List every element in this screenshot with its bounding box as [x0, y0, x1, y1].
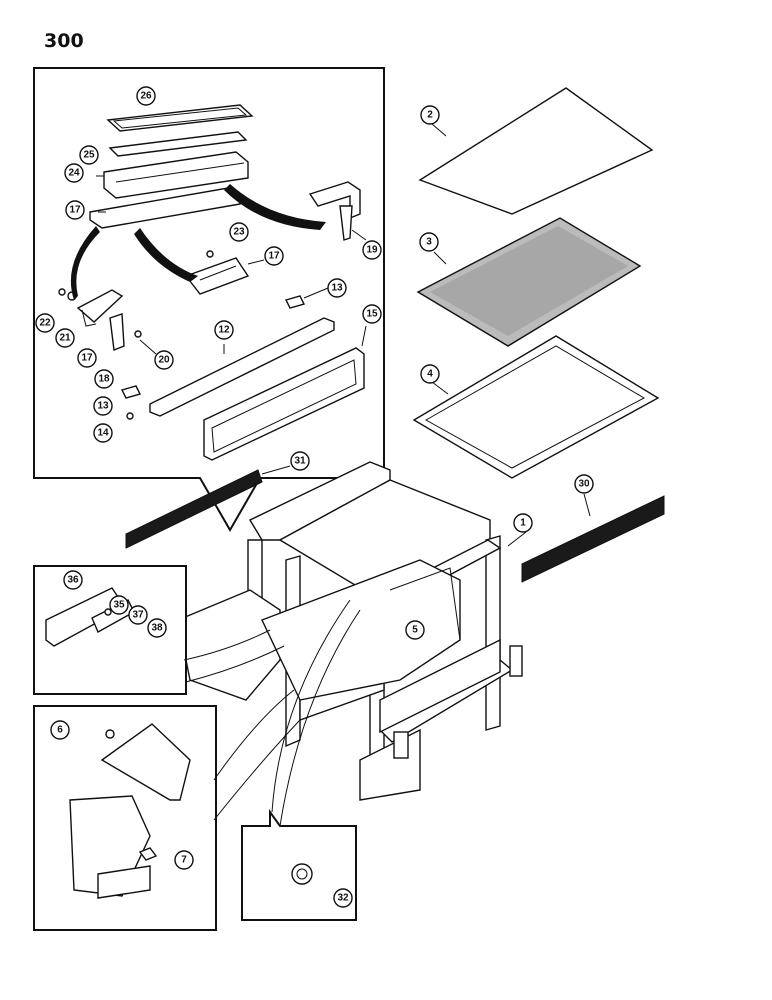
callout-5: 5 — [405, 620, 425, 640]
callout-24: 24 — [64, 163, 84, 183]
roof-insulation — [416, 217, 642, 347]
callout-7-label: 7 — [181, 855, 187, 866]
callout-38-label: 38 — [151, 623, 163, 634]
detail-box-air-vent — [33, 67, 385, 533]
callout-17-top: 17 — [65, 200, 85, 220]
callout-1-label: 1 — [520, 518, 526, 529]
callout-17-center-label: 17 — [268, 251, 280, 262]
callout-7: 7 — [174, 850, 194, 870]
callout-3-label: 3 — [426, 237, 432, 248]
callout-30-label: 30 — [578, 479, 590, 490]
callout-6-label: 6 — [57, 725, 63, 736]
cab-frame — [177, 461, 523, 801]
callout-26: 26 — [136, 86, 156, 106]
roof-seal — [412, 335, 660, 479]
callout-13-upper-label: 13 — [331, 283, 343, 294]
callout-36-label: 36 — [67, 575, 79, 586]
callout-22: 22 — [35, 313, 55, 333]
callout-13-upper: 13 — [327, 278, 347, 298]
trim-strip — [521, 495, 665, 583]
callout-37-label: 37 — [132, 610, 144, 621]
callout-2: 2 — [420, 105, 440, 125]
callout-26-label: 26 — [140, 91, 152, 102]
callout-5-label: 5 — [412, 625, 418, 636]
callout-36: 36 — [63, 570, 83, 590]
callout-31-label: 31 — [294, 456, 306, 467]
callout-19: 19 — [362, 240, 382, 260]
callout-13-lower-label: 13 — [97, 401, 109, 412]
callout-1: 1 — [513, 513, 533, 533]
callout-17-top-label: 17 — [69, 205, 81, 216]
seal-strip — [125, 469, 263, 549]
callout-23: 23 — [229, 222, 249, 242]
callout-30: 30 — [574, 474, 594, 494]
callout-38: 38 — [147, 618, 167, 638]
callout-35-label: 35 — [113, 600, 125, 611]
callout-32: 32 — [333, 888, 353, 908]
callout-21-label: 21 — [59, 333, 71, 344]
callout-18: 18 — [94, 369, 114, 389]
callout-4: 4 — [420, 364, 440, 384]
callout-21: 21 — [55, 328, 75, 348]
callout-4-label: 4 — [427, 369, 433, 380]
callout-25: 25 — [79, 145, 99, 165]
callout-17-center: 17 — [264, 246, 284, 266]
callout-6: 6 — [50, 720, 70, 740]
callout-22-label: 22 — [39, 318, 51, 329]
callout-20: 20 — [154, 350, 174, 370]
callout-35: 35 — [109, 595, 129, 615]
callout-14-label: 14 — [97, 428, 109, 439]
callout-17-left-label: 17 — [81, 353, 93, 364]
callout-37: 37 — [128, 605, 148, 625]
callout-23-label: 23 — [233, 227, 245, 238]
callout-12-label: 12 — [218, 325, 230, 336]
callout-2-label: 2 — [427, 110, 433, 121]
callout-13-lower: 13 — [93, 396, 113, 416]
callout-3: 3 — [419, 232, 439, 252]
callout-15-label: 15 — [366, 309, 378, 320]
callout-19-label: 19 — [366, 245, 378, 256]
callout-32-label: 32 — [337, 893, 349, 904]
page-number: 300 — [44, 30, 84, 52]
callout-20-label: 20 — [158, 355, 170, 366]
callout-25-label: 25 — [83, 150, 95, 161]
callout-15: 15 — [362, 304, 382, 324]
callout-12: 12 — [214, 320, 234, 340]
detail-box-plug — [241, 599, 361, 921]
detail-box-bracket — [33, 689, 301, 931]
callout-17-left: 17 — [77, 348, 97, 368]
callout-14: 14 — [93, 423, 113, 443]
leader-lines — [96, 123, 591, 547]
roof-panel — [418, 87, 654, 215]
callout-18-label: 18 — [98, 374, 110, 385]
callout-24-label: 24 — [68, 168, 80, 179]
callout-31: 31 — [290, 451, 310, 471]
